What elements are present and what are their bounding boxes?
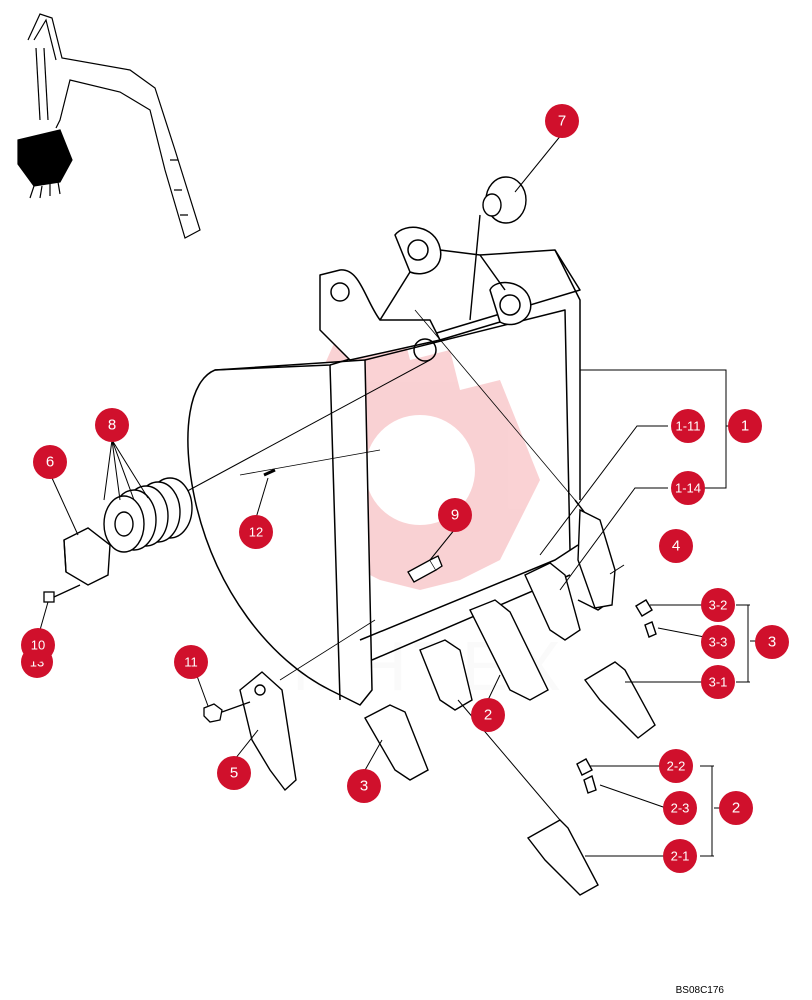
callout-1-14: 1-14 (671, 471, 705, 505)
svg-text:2: 2 (732, 800, 740, 817)
bucket-teeth (364, 562, 581, 781)
callout-3-2: 3-2 (701, 588, 735, 622)
callout-4: 4 (659, 529, 693, 563)
callout-6: 6 (33, 445, 67, 479)
callout-5: 5 (217, 756, 251, 790)
callout-2-2: 2-2 (659, 749, 693, 783)
svg-text:10: 10 (31, 638, 45, 653)
part-6-block (63, 527, 111, 586)
svg-text:3-1: 3-1 (709, 675, 728, 690)
pin-boss-7 (469, 176, 527, 321)
svg-text:11: 11 (184, 655, 198, 670)
svg-text:9: 9 (451, 507, 459, 524)
svg-text:3: 3 (768, 634, 776, 651)
side-cutter-5 (239, 671, 297, 792)
callout-3-group: 3 (755, 625, 789, 659)
svg-text:1: 1 (741, 418, 749, 435)
svg-text:3-2: 3-2 (709, 598, 728, 613)
bucket-body (179, 226, 613, 706)
callout-9: 9 (438, 498, 472, 532)
svg-text:3-3: 3-3 (709, 635, 728, 650)
svg-text:12: 12 (249, 525, 263, 540)
svg-text:2-1: 2-1 (671, 849, 690, 864)
svg-text:3: 3 (360, 778, 368, 795)
svg-text:8: 8 (108, 417, 116, 434)
callout-12: 12 (239, 515, 273, 549)
callout-2-group: 2 (719, 791, 753, 825)
callout-11: 11 (174, 645, 208, 679)
drawing-reference-code: BS08C176 (675, 985, 724, 996)
svg-text:6: 6 (46, 454, 54, 471)
callout-1: 1 (728, 409, 762, 443)
side-shroud-4 (577, 508, 616, 609)
svg-text:2-2: 2-2 (667, 759, 686, 774)
callout-2: 2 (471, 698, 505, 732)
callout-2-3: 2-3 (663, 791, 697, 825)
callout-1-11: 1-11 (671, 409, 705, 443)
callout-3: 3 (347, 769, 381, 803)
svg-text:7: 7 (558, 113, 566, 130)
leader-lines (39, 133, 760, 857)
tooth-assembly-3 (583, 599, 657, 739)
callout-10: 10 (21, 628, 55, 662)
nut-11 (203, 701, 251, 723)
callout-2-1: 2-1 (663, 839, 697, 873)
svg-text:1-11: 1-11 (675, 419, 700, 434)
svg-text:5: 5 (230, 765, 238, 782)
callout-3-3: 3-3 (701, 625, 735, 659)
callout-8: 8 (95, 408, 129, 442)
bolt-9 (407, 555, 443, 583)
svg-text:2: 2 (484, 707, 492, 724)
svg-text:2-3: 2-3 (671, 801, 690, 816)
pin-12 (263, 468, 276, 477)
bolt-10 (43, 584, 81, 603)
callout-3-1: 3-1 (701, 665, 735, 699)
callout-7: 7 (545, 104, 579, 138)
tooth-assembly-2 (526, 758, 599, 896)
svg-text:4: 4 (672, 538, 680, 555)
svg-text:1-14: 1-14 (675, 481, 701, 496)
shim-stack-8 (103, 477, 193, 553)
excavator-overview-icon (17, 13, 201, 239)
